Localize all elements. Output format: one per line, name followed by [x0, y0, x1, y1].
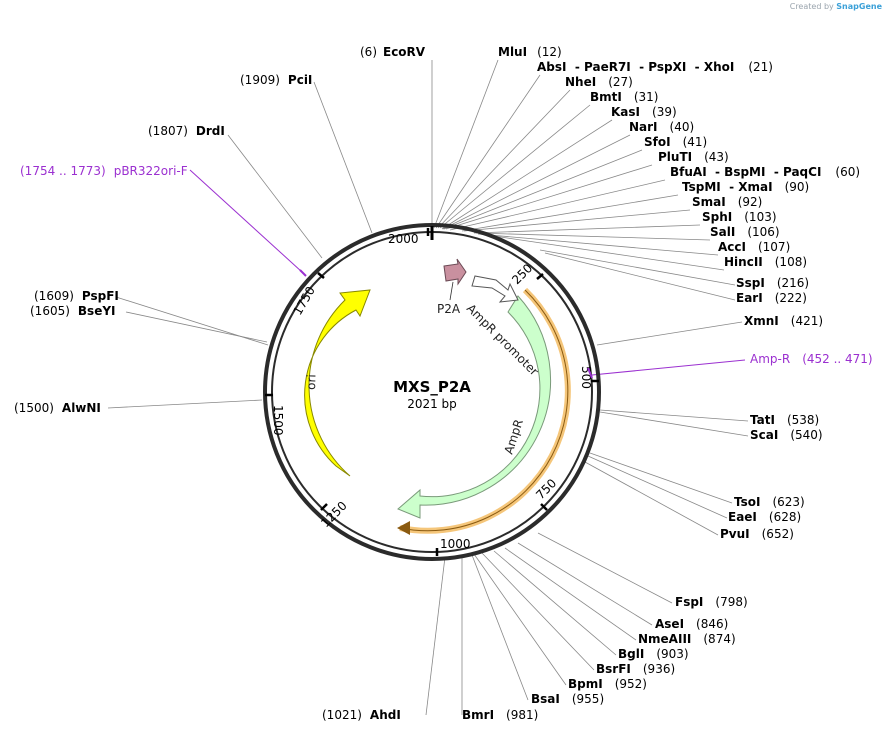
- leader-lines: [107, 59, 749, 716]
- enzyme-label[interactable]: (1021)AhdI: [322, 708, 401, 722]
- enzyme-label[interactable]: AseI(846): [655, 617, 728, 631]
- enzyme-label[interactable]: SmaI(92): [692, 195, 762, 209]
- enzyme-label[interactable]: NheI(27): [565, 75, 633, 89]
- tick-label-1500: 1500: [271, 405, 285, 436]
- enzyme-label[interactable]: (1605)BseYI: [30, 304, 116, 318]
- enzyme-labels: (6)EcoRV MluI(12) AbsI - PaeR7I - PspXI …: [14, 45, 860, 722]
- enzyme-label[interactable]: SfoI(41): [644, 135, 707, 149]
- primer-label-pbr322ori-f[interactable]: (1754 .. 1773)pBR322ori-F: [20, 164, 188, 178]
- ori-label: ori: [304, 374, 319, 390]
- tick-label-1000: 1000: [440, 537, 471, 551]
- credit-prefix: Created by: [789, 2, 834, 11]
- enzyme-label[interactable]: (1909)PciI: [240, 73, 312, 87]
- enzyme-label[interactable]: ScaI(540): [750, 428, 823, 442]
- enzyme-label[interactable]: TatI(538): [750, 413, 819, 427]
- primer-label-amp-r[interactable]: Amp-R(452 .. 471): [750, 352, 873, 366]
- enzyme-label[interactable]: PvuI(652): [720, 527, 794, 541]
- enzyme-label[interactable]: NmeAIII(874): [638, 632, 736, 646]
- enzyme-label[interactable]: EarI(222): [736, 291, 807, 305]
- snapgene-credit: Created by SnapGene: [790, 2, 882, 11]
- enzyme-label[interactable]: NarI(40): [629, 120, 694, 134]
- enzyme-label[interactable]: (1500)AlwNI: [14, 401, 101, 415]
- plasmid-length: 2021 bp: [407, 397, 457, 411]
- enzyme-label[interactable]: AccI(107): [718, 240, 790, 254]
- enzyme-label[interactable]: XmnI(421): [744, 314, 823, 328]
- primer-mark-pbr322ori-f: [299, 269, 307, 277]
- enzyme-label[interactable]: BfuAI - BspMI - PaqCI(60): [670, 165, 860, 179]
- primer-leaders: [189, 169, 746, 376]
- enzyme-label[interactable]: BglI(903): [618, 647, 689, 661]
- backbone-outer: [263, 223, 601, 561]
- p2a-feature-arrow[interactable]: [443, 258, 467, 286]
- ampr-feature-arrow[interactable]: [397, 295, 552, 519]
- enzyme-label[interactable]: (1807)DrdI: [148, 124, 225, 138]
- tick-label-1750: 1750: [290, 284, 317, 317]
- enzyme-label[interactable]: AbsI - PaeR7I - PspXI - XhoI(21): [537, 60, 773, 74]
- enzyme-label[interactable]: BmrI(981): [462, 708, 538, 722]
- snapgene-logo: SnapGene: [836, 2, 882, 11]
- enzyme-label[interactable]: BsaI(955): [531, 692, 604, 706]
- plasmid-name: MXS_P2A: [393, 378, 471, 396]
- tick-label-250: 250: [509, 261, 535, 287]
- enzyme-label[interactable]: (6)EcoRV: [360, 45, 426, 59]
- tick-marks: [265, 228, 599, 556]
- enzyme-label[interactable]: BmtI(31): [590, 90, 659, 104]
- ampr-band-arrowhead: [397, 521, 410, 535]
- enzyme-label[interactable]: SspI(216): [736, 276, 809, 290]
- primer-mark-amp-r: [587, 367, 593, 379]
- enzyme-label[interactable]: EaeI(628): [728, 510, 801, 524]
- enzyme-label[interactable]: BsrFI(936): [596, 662, 675, 676]
- enzyme-label[interactable]: KasI(39): [611, 105, 677, 119]
- enzyme-label[interactable]: PluTI(43): [658, 150, 729, 164]
- enzyme-label[interactable]: SalI(106): [710, 225, 780, 239]
- enzyme-label[interactable]: BpmI(952): [568, 677, 647, 691]
- p2a-leader: [449, 281, 454, 301]
- ori-feature-arrow[interactable]: [304, 289, 371, 477]
- enzyme-label[interactable]: (1609)PspFI: [34, 289, 119, 303]
- enzyme-label[interactable]: TspMI - XmaI(90): [682, 180, 809, 194]
- tick-label-2000: 2000: [388, 232, 419, 246]
- enzyme-label[interactable]: FspI(798): [675, 595, 748, 609]
- enzyme-label[interactable]: MluI(12): [498, 45, 562, 59]
- enzyme-label[interactable]: SphI(103): [702, 210, 777, 224]
- ampr-band-line: [399, 289, 569, 532]
- p2a-label: P2A: [437, 302, 461, 316]
- enzyme-label[interactable]: TsoI(623): [734, 495, 805, 509]
- enzyme-label[interactable]: HincII(108): [724, 255, 807, 269]
- ampr-promoter-arrow[interactable]: [471, 275, 519, 303]
